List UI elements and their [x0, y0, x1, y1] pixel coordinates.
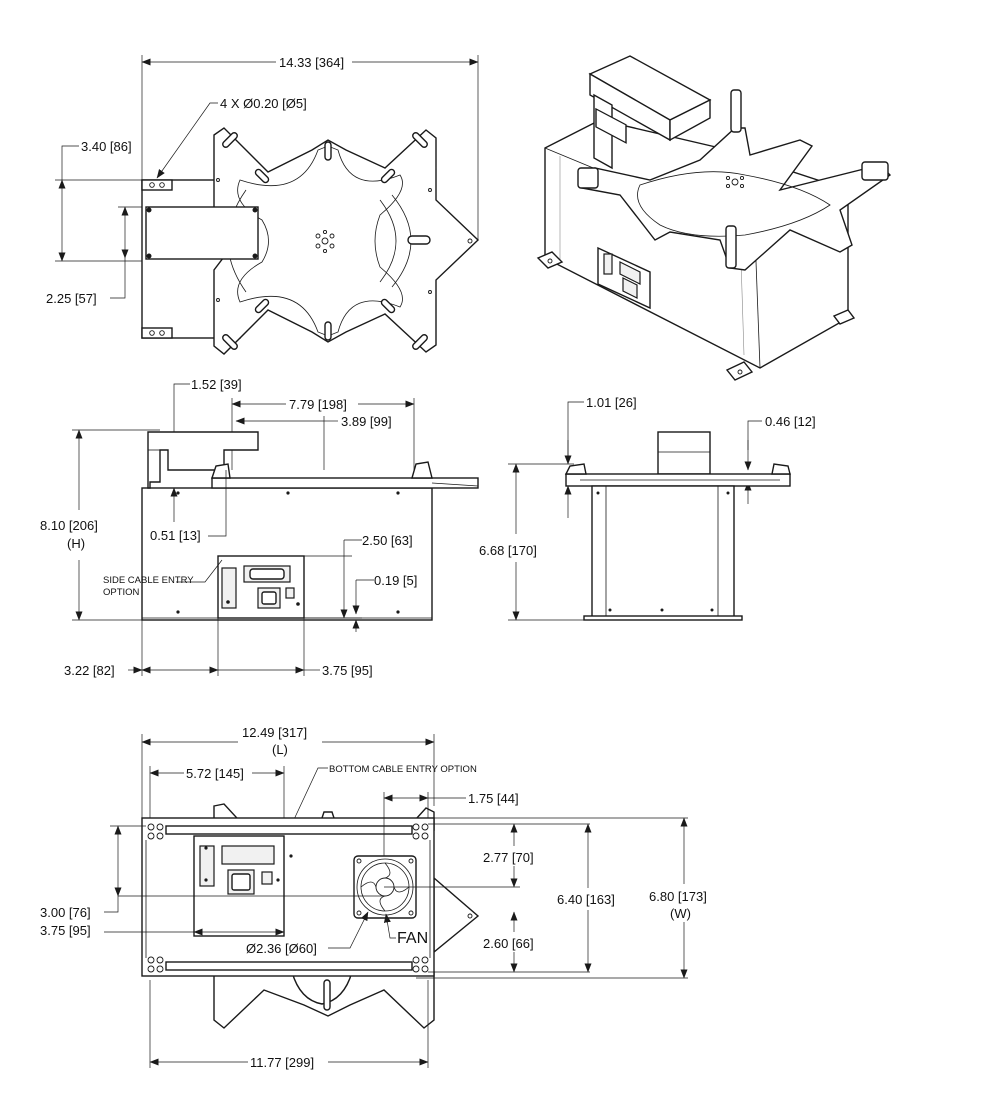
dim-conn-height: 2.50 [63] — [362, 533, 413, 548]
bottom-view: 12.49 [317] (L) 5.72 [145] BOTTOM CABLE … — [40, 725, 707, 1070]
dim-fan-dia: Ø2.36 [Ø60] — [246, 941, 317, 956]
side-view: 1.52 [39] 7.79 [198] 3.89 [99] 8.10 [206… — [40, 377, 479, 678]
dim-conn-left: 3.22 [82] — [64, 663, 115, 678]
dim-top-offset: 3.40 [86] — [81, 139, 132, 154]
dim-end-height: 6.68 [170] — [479, 543, 537, 558]
dim-foot-height: 0.19 [5] — [374, 573, 417, 588]
dim-fan-offset-x: 1.75 [44] — [468, 791, 519, 806]
dim-end-plate: 1.01 [26] — [586, 395, 637, 410]
label-fan: FAN — [397, 930, 428, 947]
dim-end-lip: 0.46 [12] — [765, 414, 816, 429]
dim-side-post: 1.52 [39] — [191, 377, 242, 392]
note-side-cable-line2: OPTION — [103, 587, 140, 598]
top-view: 14.33 [364] 4 X Ø0.20 [Ø5] 3.40 [86] 2.2… — [46, 55, 480, 355]
dim-plate-drop: 0.51 [13] — [150, 528, 201, 543]
dim-height-tag: (H) — [67, 536, 85, 551]
dim-top-bracket: 2.25 [57] — [46, 291, 97, 306]
dim-bottom-y2: 3.75 [95] — [40, 923, 91, 938]
dim-height-value: 8.10 [206] — [40, 518, 98, 533]
dim-length-tag: (L) — [272, 742, 288, 757]
dim-inner-width: 6.40 [163] — [557, 892, 615, 907]
dim-bottom-length: 11.77 [299] — [250, 1055, 314, 1070]
dim-conn-width: 3.75 [95] — [322, 663, 373, 678]
dim-width-value: 6.80 [173] — [649, 889, 707, 904]
dim-side-span: 7.79 [198] — [289, 397, 347, 412]
dim-length-value: 12.49 [317] — [242, 725, 307, 740]
isometric-view — [536, 55, 892, 381]
note-side-cable-line1: SIDE CABLE ENTRY — [103, 575, 194, 586]
dim-side-half: 3.89 [99] — [341, 414, 392, 429]
dim-fan-upper: 2.77 [70] — [483, 850, 534, 865]
dim-hole-spec: 4 X Ø0.20 [Ø5] — [220, 96, 307, 111]
dim-bottom-y1: 3.00 [76] — [40, 905, 91, 920]
dim-width-tag: (W) — [670, 906, 691, 921]
note-bottom-cable: BOTTOM CABLE ENTRY OPTION — [329, 764, 477, 775]
end-view: 1.01 [26] 0.46 [12] 6.68 [170] — [479, 395, 816, 621]
dim-fan-lower: 2.60 [66] — [483, 936, 534, 951]
dim-bottom-conn-w: 5.72 [145] — [186, 766, 244, 781]
dim-top-width: 14.33 [364] — [279, 55, 344, 70]
